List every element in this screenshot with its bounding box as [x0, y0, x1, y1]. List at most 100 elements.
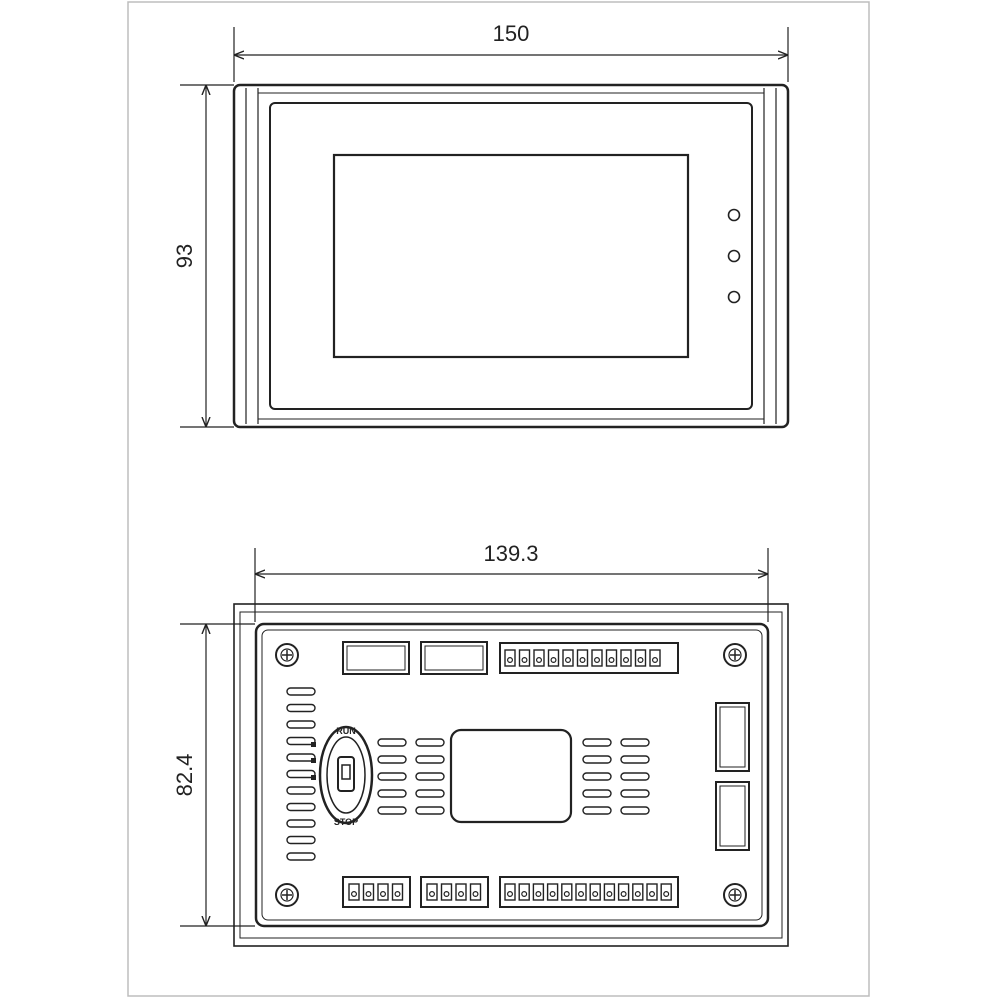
switch-label-run: RUN — [336, 726, 356, 736]
rear-view — [180, 548, 789, 947]
led-slot — [582, 738, 612, 747]
terminal-pin — [504, 883, 516, 901]
led-slot — [377, 772, 407, 781]
terminal-pin — [660, 883, 672, 901]
run-stop-switch — [318, 725, 374, 825]
led-slot — [286, 786, 316, 795]
led-slot — [415, 738, 445, 747]
led-slot — [286, 703, 316, 713]
indicator-led — [727, 208, 741, 222]
front-width-label: 150 — [493, 21, 530, 46]
port-right-2 — [715, 781, 750, 851]
terminal-pin — [634, 649, 647, 667]
led-slot — [620, 738, 650, 747]
terminal-block-bottom-right-pins — [504, 883, 672, 901]
port-right-1 — [715, 702, 750, 772]
terminal-pin — [575, 883, 587, 901]
indicator-led — [727, 249, 741, 263]
led-slot — [415, 755, 445, 764]
led-slot — [286, 769, 316, 779]
led-slot — [620, 755, 650, 764]
rear-body — [254, 622, 770, 928]
terminal-block-bottom-left-pins — [348, 883, 404, 901]
led-slot — [286, 736, 316, 746]
terminal-block-bottom-mid-pins — [426, 883, 482, 901]
terminal-pin — [391, 883, 404, 901]
led-slot — [620, 772, 650, 781]
led-slot — [286, 819, 316, 828]
terminal-pin — [504, 649, 516, 667]
terminal-pin — [617, 883, 630, 901]
rear-width-label: 139.3 — [483, 541, 538, 566]
front-bezel — [269, 102, 753, 410]
port-top-2 — [420, 641, 488, 675]
port-top-1 — [342, 641, 410, 675]
terminal-block-top — [499, 642, 679, 674]
rear-frame-inner — [239, 611, 783, 939]
front-housing — [232, 83, 790, 429]
led-slot — [377, 789, 407, 798]
screw-bottom-right — [723, 883, 747, 907]
front-screen — [332, 153, 690, 359]
port-right-1-inner — [719, 706, 746, 768]
screw-top-right — [723, 643, 747, 667]
terminal-pin — [546, 883, 559, 901]
rear-center-window — [449, 728, 573, 824]
indicator-leds — [727, 208, 741, 304]
led-slot — [582, 755, 612, 764]
terminal-pin — [603, 883, 616, 901]
screw-top-left — [275, 643, 299, 667]
led-slot — [286, 687, 316, 696]
terminal-block-bottom-right — [499, 876, 679, 908]
terminal-pin — [547, 649, 560, 667]
terminal-pin — [605, 649, 618, 667]
led-slot — [582, 772, 612, 781]
rear-frame-outer — [233, 603, 789, 947]
terminal-pin — [348, 883, 360, 901]
led-slot — [415, 806, 445, 815]
port-right-2-inner — [719, 785, 746, 847]
terminal-block-top-pins — [504, 649, 661, 667]
slot-marker — [311, 742, 316, 747]
screw-bottom-left — [275, 883, 299, 907]
terminal-block-bottom-mid — [420, 876, 489, 908]
terminal-pin — [469, 883, 482, 901]
port-top-1-inner — [346, 645, 406, 671]
terminal-pin — [440, 883, 453, 901]
led-slot — [286, 720, 316, 729]
led-slot — [377, 806, 407, 815]
terminal-pin — [620, 649, 632, 667]
terminal-pin — [562, 649, 574, 667]
led-slot — [620, 806, 650, 815]
slot-marker — [311, 758, 316, 763]
led-slot — [582, 789, 612, 798]
switch-label-stop: STOP — [334, 817, 358, 827]
led-slot — [286, 802, 316, 812]
terminal-pin — [377, 883, 389, 901]
slot-marker — [311, 775, 316, 780]
terminal-pin — [518, 649, 531, 667]
led-slot — [415, 772, 445, 781]
led-slot — [582, 806, 612, 815]
led-slot — [377, 738, 407, 747]
sheet-border — [127, 1, 870, 997]
led-slot — [620, 789, 650, 798]
terminal-pin — [589, 883, 601, 901]
terminal-pin — [649, 649, 661, 667]
terminal-pin — [576, 649, 589, 667]
rear-body-inner — [261, 629, 763, 921]
terminal-pin — [362, 883, 375, 901]
port-top-2-inner — [424, 645, 484, 671]
terminal-pin — [533, 649, 545, 667]
led-slot — [286, 753, 316, 762]
front-view — [180, 27, 790, 429]
terminal-pin — [561, 883, 573, 901]
led-slots — [286, 687, 650, 861]
terminal-pin — [455, 883, 467, 901]
indicator-led — [727, 290, 741, 304]
terminal-pin — [426, 883, 438, 901]
terminal-pin — [632, 883, 644, 901]
terminal-pin — [532, 883, 545, 901]
led-slot — [377, 755, 407, 764]
